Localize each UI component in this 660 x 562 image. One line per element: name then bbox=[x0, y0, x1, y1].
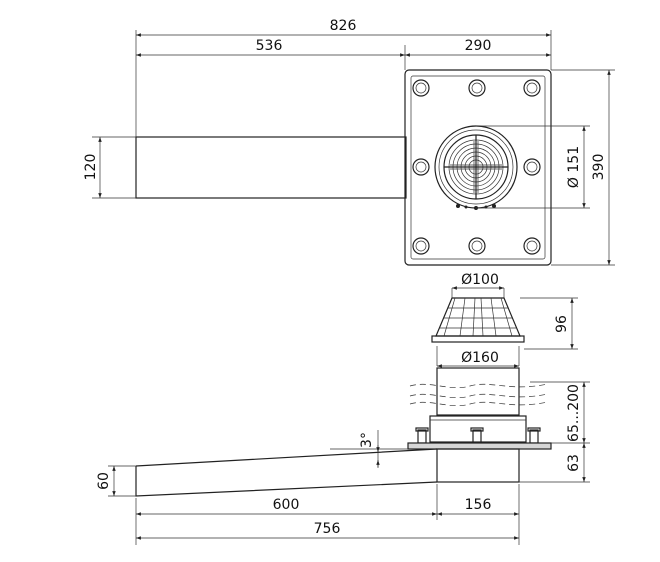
label-60: 60 bbox=[96, 472, 112, 490]
dim-pipe-plate: 536 290 bbox=[136, 38, 551, 70]
label-290: 290 bbox=[465, 38, 492, 54]
label-600: 600 bbox=[273, 497, 300, 513]
label-390: 390 bbox=[591, 154, 607, 181]
mounting-plate bbox=[404, 69, 552, 266]
label-96: 96 bbox=[554, 315, 570, 333]
label-slope: 3° bbox=[359, 432, 375, 448]
outlet-pipe-plan bbox=[135, 136, 407, 199]
outlet-pipe-elevation bbox=[135, 448, 438, 497]
label-536: 536 bbox=[256, 38, 283, 54]
label-156: 156 bbox=[465, 497, 492, 513]
label-63: 63 bbox=[566, 454, 582, 472]
dim-overall-top: 826 bbox=[135, 18, 552, 137]
grate-side-view: Ø100 96 Ø160 bbox=[431, 272, 578, 368]
drain-body bbox=[436, 448, 520, 483]
label-756: 756 bbox=[314, 521, 341, 537]
dim-body-height: 63 bbox=[519, 443, 590, 483]
elevation-view: 3° 60 65...200 63 600 bbox=[96, 367, 590, 545]
extension-riser bbox=[409, 367, 549, 416]
mounting-plate-elevation bbox=[407, 442, 552, 450]
dim-pipe-height: 60 bbox=[96, 465, 136, 497]
label-826: 826 bbox=[330, 18, 357, 34]
label-d100: Ø100 bbox=[461, 272, 499, 288]
label-d151: Ø 151 bbox=[566, 146, 582, 188]
label-65-200: 65...200 bbox=[566, 384, 582, 442]
plan-view: 826 536 290 120 Ø 151 390 bbox=[83, 18, 615, 266]
grate-basket bbox=[431, 297, 525, 343]
bolt-holes bbox=[412, 79, 541, 255]
dim-slope: 3° bbox=[359, 430, 380, 468]
flange-ring bbox=[429, 415, 527, 443]
dim-inlet-diameter: Ø 151 bbox=[476, 125, 590, 209]
label-120: 120 bbox=[83, 154, 99, 181]
elevation-bolts bbox=[415, 427, 541, 444]
dim-bottom-segments: 600 156 bbox=[135, 484, 520, 545]
inlet-grate-plan bbox=[434, 125, 518, 210]
dim-plate-height: 390 bbox=[551, 69, 615, 266]
label-d160: Ø160 bbox=[461, 350, 499, 366]
dim-overall-bottom: 756 bbox=[136, 521, 519, 540]
dim-extension: 65...200 bbox=[530, 381, 590, 444]
dim-pipe-width: 120 bbox=[83, 136, 136, 199]
